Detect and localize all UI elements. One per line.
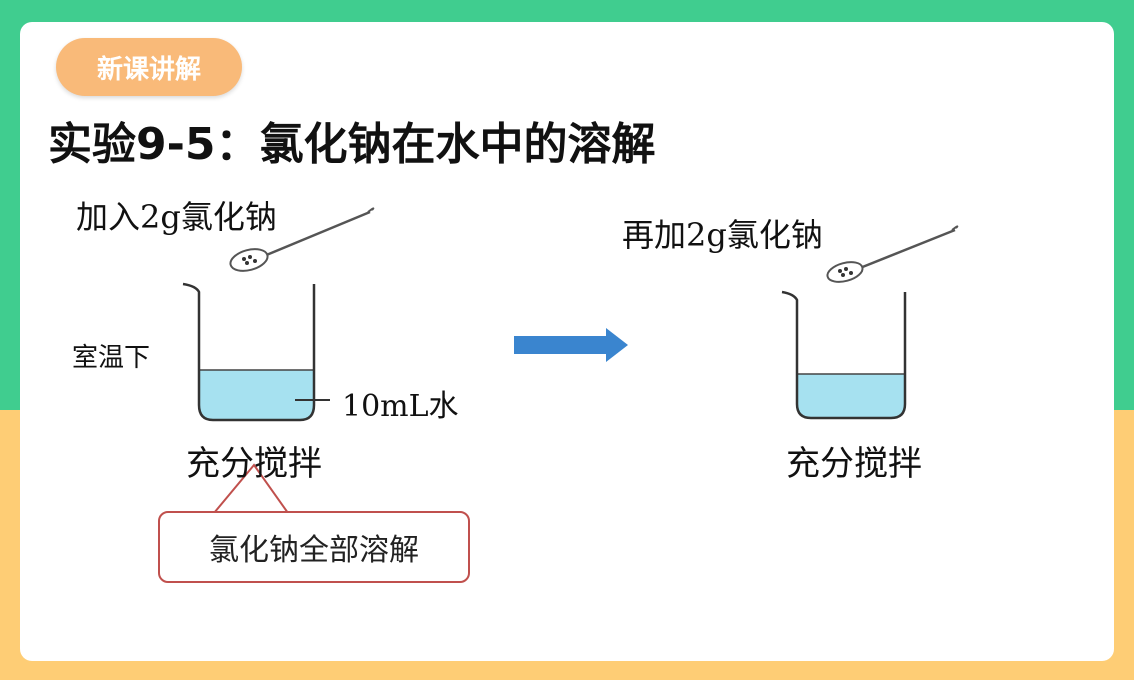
add-salt-label: 加入2g氯化钠: [76, 198, 277, 236]
arrow-icon: [514, 328, 628, 362]
stir-label-left: 充分搅拌: [186, 444, 322, 484]
beaker-left: [182, 282, 330, 422]
spoon-icon-left: [229, 207, 375, 272]
result-callout: 氯化钠全部溶解: [158, 511, 470, 583]
beaker-right: [781, 290, 907, 420]
room-temp-label: 室温下: [72, 343, 151, 373]
page-title: 实验9-5：氯化钠在水中的溶解: [48, 119, 656, 170]
callout-pointer: [213, 463, 289, 514]
section-badge: 新课讲解: [56, 38, 242, 96]
water-volume-label: 10mL水: [342, 389, 459, 424]
add-more-salt-label: 再加2g氯化钠: [622, 216, 823, 254]
spoon-icon-right: [826, 225, 959, 283]
stir-label-right: 充分搅拌: [786, 444, 922, 484]
